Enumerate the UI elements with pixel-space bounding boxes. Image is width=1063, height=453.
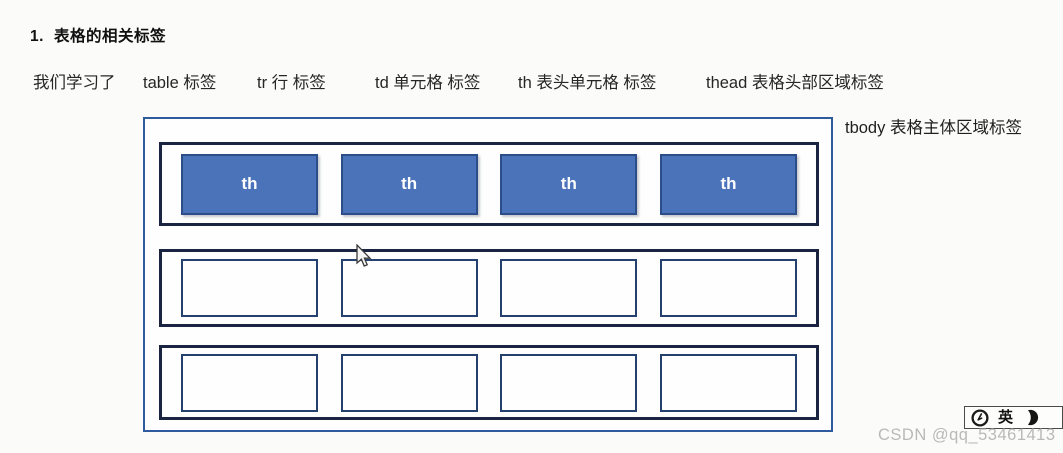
th-cell: th <box>340 153 478 215</box>
td-cell <box>500 259 638 317</box>
heading-text: 表格的相关标签 <box>53 28 166 45</box>
sogou-input-icon[interactable] <box>971 408 989 427</box>
td-cell <box>659 353 797 412</box>
tbody-label: tbody 表格主体区域标签 <box>845 119 1022 137</box>
body-row <box>159 345 819 420</box>
th-cell: th <box>500 153 638 215</box>
td-cell <box>500 353 638 412</box>
th-cell: th <box>181 153 318 215</box>
ime-mode-label[interactable]: 英 <box>998 409 1014 426</box>
thead-row: th th th th <box>159 142 819 226</box>
mouse-cursor-icon <box>356 243 373 273</box>
td-cell <box>340 353 478 412</box>
tagline-thead: thead 表格头部区域标签 <box>706 74 884 92</box>
body-row <box>159 249 819 327</box>
td-cell <box>181 259 318 317</box>
td-cell <box>659 259 797 317</box>
watermark: CSDN @qq_53461413 <box>878 426 1056 444</box>
ime-status-bar[interactable]: 英 <box>964 406 1063 429</box>
td-cell <box>181 353 318 412</box>
th-cell: th <box>659 153 797 215</box>
tagline-intro: 我们学习了 <box>33 74 116 92</box>
heading-number: 1. <box>30 28 44 45</box>
tagline-td: td 单元格 标签 <box>375 74 481 92</box>
tagline-tr: tr 行 标签 <box>257 74 326 92</box>
tagline-table: table 标签 <box>143 74 217 92</box>
tagline-th: th 表头单元格 标签 <box>518 74 657 92</box>
moon-icon[interactable] <box>1022 409 1039 426</box>
td-cell <box>340 259 478 317</box>
table-diagram: th th th th <box>143 117 833 432</box>
page-title: 1. 表格的相关标签 <box>30 24 166 46</box>
